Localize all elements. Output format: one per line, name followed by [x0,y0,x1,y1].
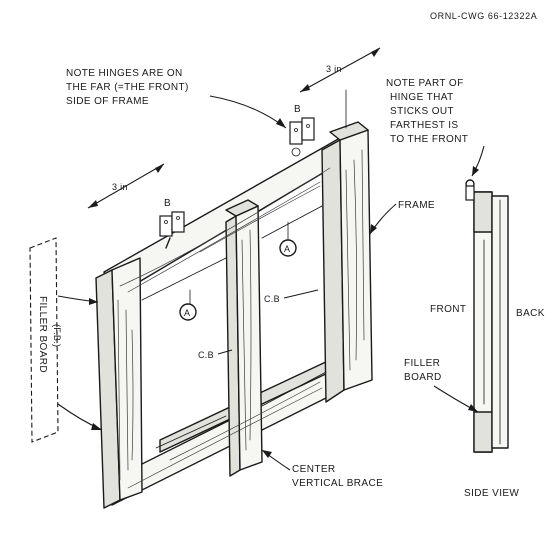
center-brace-label: CENTER VERTICAL BRACE [261,449,383,489]
hinges-note-line-2: THE FAR (=THE FRONT) [66,82,189,93]
hinge-leaf-2 [171,211,185,233]
drawing-number: ORNL-CWG 66-12322A [430,11,537,21]
hinges-note-line-1: NOTE HINGES ARE ON [66,68,183,79]
cb-label-1: C.B [198,350,214,360]
hinge-part-note-line-3: STICKS OUT [390,106,454,117]
dimension-left: 3 in [87,163,165,209]
frame-label: FRAME [398,200,435,211]
filler-board-label-line-1: FILLER [404,358,440,369]
hinge-part-note-line-4: FARTHEST IS [390,120,459,131]
side-view-bottom-section [473,411,493,453]
callout-a-2: A [279,221,297,257]
filler-board-side-line-2: (F.B.) [52,324,62,347]
hinge-part-note-line-5: TO THE FRONT [390,134,468,145]
hinge-right [289,117,315,157]
side-view [465,179,509,453]
hinge-callout-1: B [164,198,171,209]
svg-text:A: A [284,244,290,254]
center-brace-top [225,199,259,217]
wooden-frame [95,121,373,509]
hinges-note-line-3: SIDE OF FRAME [66,96,149,107]
hinge-part-note: NOTE PART OF HINGE THAT STICKS OUT FARTH… [386,78,485,177]
hinge-part-note-line-2: HINGE THAT [390,92,454,103]
hinge-leaf-2 [301,117,315,141]
hinge-leaf [159,215,173,237]
side-view-caption: SIDE VIEW [464,488,519,499]
side-hinge-leaf [465,185,475,201]
callout-a-1: A [179,289,197,321]
right-post-top [329,121,369,141]
svg-text:A: A [184,308,190,318]
back-label: BACK [516,308,545,319]
front-label: FRONT [430,304,466,315]
hinges [159,117,315,249]
dim-top-label: 3 in [326,64,342,74]
hinge-callout-2: B [294,104,301,115]
cb-label-2: C.B [264,294,280,304]
filler-board-piece: FILLER BOARD (F.B.) [29,237,103,443]
center-brace-line-1: CENTER [292,464,336,475]
hinge-part-note-line-1: NOTE PART OF [386,78,464,89]
dimension-top: 3 in [299,47,381,93]
hinge-left [159,211,185,249]
side-view-top-section [473,191,493,233]
dim-left-label: 3 in [112,182,128,192]
filler-board-side-line-1: FILLER BOARD [37,296,48,373]
hinges-note: NOTE HINGES ARE ON THE FAR (=THE FRONT) … [66,68,287,129]
filler-board-label-line-2: BOARD [404,372,442,383]
hinge-leaf [289,121,303,145]
filler-board-side-view-label: FILLER BOARD [404,358,479,413]
center-brace-line-2: VERTICAL BRACE [292,478,383,489]
